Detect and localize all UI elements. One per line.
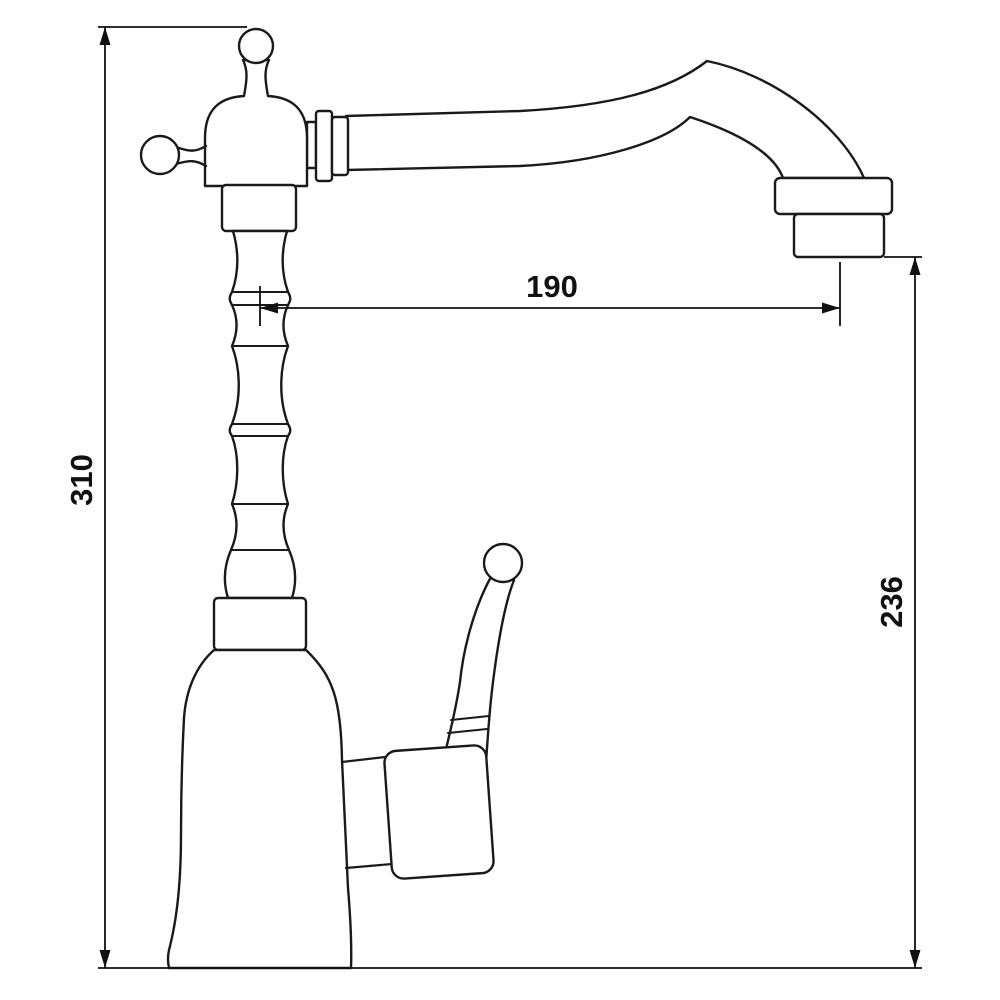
column-lower-collar bbox=[212, 596, 308, 652]
spout-connector-ring-small bbox=[330, 115, 350, 177]
dimension-total-height-label: 310 bbox=[64, 454, 99, 506]
lever-housing bbox=[383, 744, 495, 880]
dim-190-arrow-left bbox=[260, 302, 278, 314]
dimension-outlet-height-label: 236 bbox=[874, 576, 909, 628]
dimension-total-height bbox=[98, 26, 922, 969]
dim-310-arrow-bottom bbox=[99, 950, 111, 968]
faucet-spout bbox=[344, 59, 866, 180]
dimension-outlet-height bbox=[884, 256, 922, 968]
spout-outlet-flange bbox=[773, 176, 894, 216]
lever-handle-stem bbox=[442, 575, 516, 764]
dim-236-arrow-top bbox=[909, 257, 921, 275]
spout-connector-ring-large bbox=[314, 109, 334, 183]
faucet-hub bbox=[203, 58, 309, 188]
side-handle-ball bbox=[139, 134, 181, 176]
dim-310-arrow-top bbox=[99, 27, 111, 45]
faucet-outline-group bbox=[139, 27, 894, 970]
dimension-spout-reach bbox=[259, 262, 841, 326]
faucet-body-base bbox=[166, 648, 353, 970]
dimension-group bbox=[98, 26, 922, 969]
spout-connector-stub bbox=[305, 120, 318, 170]
column-upper-collar bbox=[220, 183, 298, 233]
dim-236-arrow-bottom bbox=[909, 950, 921, 968]
top-handle-ball bbox=[237, 27, 275, 65]
lever-handle-ball bbox=[482, 542, 524, 584]
dimension-spout-reach-label: 190 bbox=[526, 269, 578, 304]
spout-outlet-tip bbox=[792, 212, 886, 259]
side-handle-neck bbox=[174, 144, 208, 168]
lever-stem-rings bbox=[447, 715, 490, 734]
dim-190-arrow-right bbox=[822, 302, 840, 314]
